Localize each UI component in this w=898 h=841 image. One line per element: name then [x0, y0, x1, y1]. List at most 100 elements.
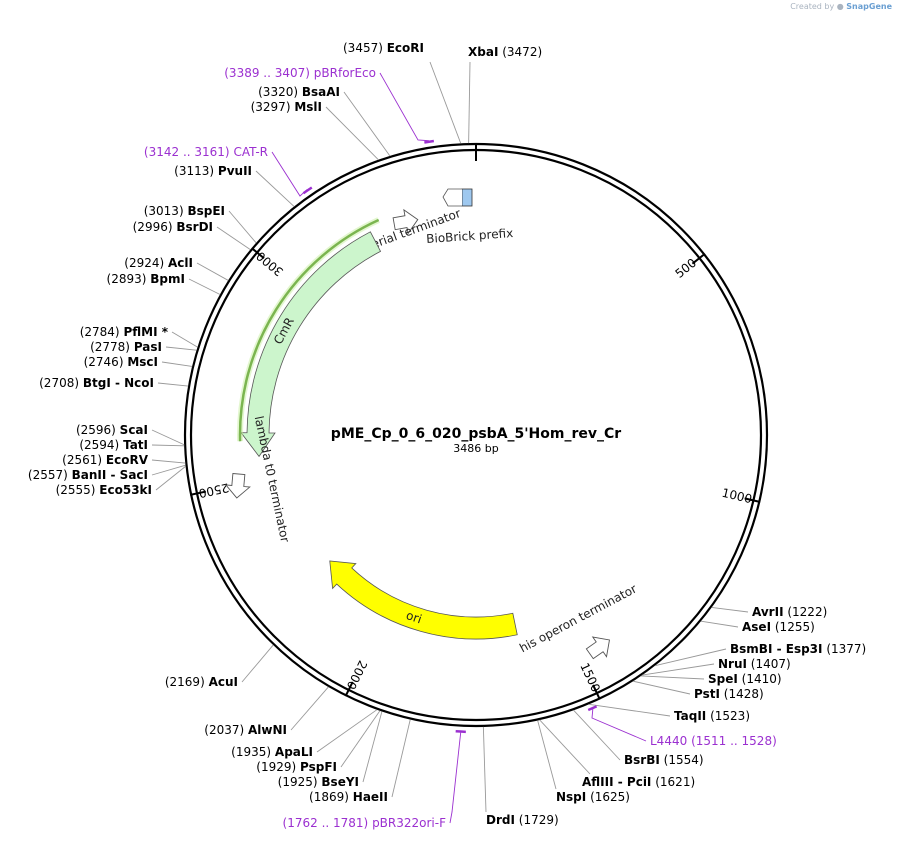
feature-ori [329, 560, 518, 640]
primer-leader-line [271, 151, 308, 197]
site-coord: (2746) [84, 355, 124, 369]
feature-ori-label: ori [404, 608, 423, 626]
restriction-sites-layer: XbaI (3472)(3457) EcoRI(3320) BsaAI(3297… [28, 41, 866, 827]
primer-coord: (1762 .. 1781) [283, 816, 369, 830]
site-label: NruI (1407) [718, 657, 791, 671]
credit-brand: SnapGene [846, 2, 892, 11]
site-leader-line [161, 361, 193, 367]
site-label: (2784) PflMI * [80, 325, 169, 339]
snapgene-credit: Created by ● SnapGene [790, 2, 892, 11]
site-label: (2557) BanII - SacI [28, 468, 148, 482]
site-label: (2746) MscI [84, 355, 158, 369]
site-label: (3013) BspEI [144, 204, 225, 218]
feature-bacterial-terminator [392, 208, 419, 235]
site-name: AvrII [752, 605, 784, 619]
primer-name: pBRforEco [314, 66, 376, 80]
terminator-arrow-icon [392, 208, 419, 235]
site-label: AseI (1255) [742, 620, 815, 634]
snapgene-logo-icon: ● [836, 2, 844, 11]
site-label: NspI (1625) [556, 790, 630, 804]
site-name: BseYI [321, 775, 359, 789]
site-label: (2996) BsrDI [133, 220, 213, 234]
site-coord: (1929) [256, 760, 296, 774]
site-leader-line [228, 210, 257, 244]
site-label: AvrII (1222) [752, 605, 827, 619]
site-coord: (1625) [590, 790, 630, 804]
terminator-arrow-icon [585, 636, 610, 660]
site-label: (3297) MslI [251, 100, 322, 114]
site-name: BpmI [150, 272, 185, 286]
site-leader-line [196, 262, 229, 281]
site-name: TatI [123, 438, 148, 452]
site-name: TaqII [674, 709, 706, 723]
site-coord: (1729) [519, 813, 559, 827]
site-leader-line [151, 429, 185, 446]
site-coord: (1428) [724, 687, 764, 701]
site-label: (1935) ApaLI [231, 745, 313, 759]
site-coord: (2037) [204, 723, 244, 737]
site-leader-line [711, 606, 749, 613]
site-name: XbaI [468, 45, 498, 59]
site-name: BsmBI - Esp3I [730, 642, 822, 656]
site-name: BtgI - NcoI [83, 376, 154, 390]
site-label: BsrBI (1554) [624, 753, 704, 767]
site-coord: (1869) [309, 790, 349, 804]
site-label: (2596) ScaI [76, 423, 148, 437]
site-coord: (2555) [56, 483, 96, 497]
site-leader-line [151, 444, 185, 447]
site-coord: (3297) [251, 100, 291, 114]
site-leader-line [537, 720, 557, 790]
site-name: PstI [694, 687, 720, 701]
plasmid-length: 3486 bp [453, 442, 498, 455]
site-label: (2555) Eco53kI [56, 483, 152, 497]
site-leader-line [539, 719, 591, 775]
ruler-tick [189, 490, 207, 496]
primer-coord: (3142 .. 3161) [144, 145, 230, 159]
site-label: BsmBI - Esp3I (1377) [730, 642, 866, 656]
site-name: AcuI [209, 675, 238, 689]
site-name: PspFI [300, 760, 337, 774]
site-leader-line [188, 278, 221, 295]
plasmid-name: pME_Cp_0_6_020_psbA_5'Hom_rev_Cr [331, 426, 621, 442]
primer-leader-line [379, 72, 429, 142]
primer-label: (3142 .. 3161) CAT-R [144, 145, 268, 159]
primer-label: (3389 .. 3407) pBRforEco [224, 66, 376, 80]
site-coord: (3457) [343, 41, 383, 55]
site-name: PflMI * [123, 325, 168, 339]
cmr-selection-glow [237, 217, 380, 442]
site-name: SpeI [708, 672, 738, 686]
site-leader-line [429, 61, 462, 144]
site-name: BsrDI [176, 220, 213, 234]
feature-lambda-t0-terminator [224, 473, 251, 499]
site-coord: (1407) [751, 657, 791, 671]
site-leader-line [151, 464, 186, 476]
site-coord: (2996) [133, 220, 173, 234]
site-name: AclI [168, 256, 193, 270]
primer-name: L4440 [650, 734, 687, 748]
site-leader-line [362, 711, 383, 783]
site-leader-line [157, 382, 189, 387]
site-label: SpeI (1410) [708, 672, 782, 686]
site-name: Eco53kI [99, 483, 152, 497]
site-name: BsaAI [302, 85, 340, 99]
site-label: (2778) PasI [90, 340, 162, 354]
primer-coord: (3389 .. 3407) [224, 66, 310, 80]
site-label: (2037) AlwNI [204, 723, 287, 737]
primer-label: L4440 (1511 .. 1528) [650, 734, 777, 748]
site-label: XbaI (3472) [468, 45, 542, 59]
primer-name: CAT-R [233, 145, 268, 159]
site-coord: (1410) [742, 672, 782, 686]
site-coord: (1222) [787, 605, 827, 619]
site-label: (3113) PvuII [174, 164, 252, 178]
feature-biobrick-prefix [461, 188, 473, 207]
site-coord: (3013) [144, 204, 184, 218]
site-coord: (3320) [258, 85, 298, 99]
site-coord: (1554) [664, 753, 704, 767]
site-leader-line [632, 680, 691, 695]
site-leader-line [290, 686, 329, 731]
feature-his-operon-terminator [585, 636, 610, 660]
site-name: AflIII - PciI [582, 775, 651, 789]
site-label: (1925) BseYI [278, 775, 359, 789]
site-label: (3457) EcoRI [343, 41, 424, 55]
primer-label: (1762 .. 1781) pBR322ori-F [283, 816, 447, 830]
